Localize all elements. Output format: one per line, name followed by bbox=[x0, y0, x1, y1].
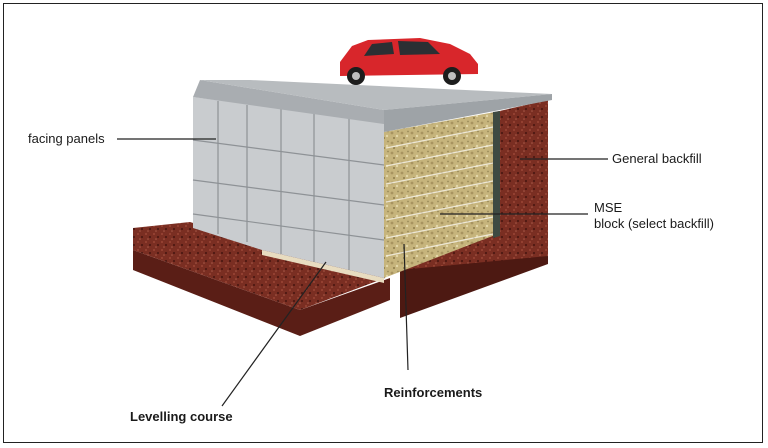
leader-levelling-course bbox=[221, 261, 327, 407]
label-levelling-course: Levelling course bbox=[130, 409, 233, 424]
leader-lines bbox=[117, 138, 608, 407]
road-edge bbox=[384, 94, 552, 132]
label-general-backfill: General backfill bbox=[612, 151, 702, 166]
general-backfill-soil bbox=[400, 100, 548, 310]
reinforcement-strips bbox=[385, 126, 494, 257]
general-backfill-soil-side bbox=[400, 256, 548, 318]
foundation-soil-top bbox=[133, 222, 385, 310]
drainage-strip bbox=[493, 111, 500, 238]
facing-panel-wall bbox=[193, 97, 384, 278]
label-mse-line2: block (select backfill) bbox=[594, 216, 714, 231]
leader-reinforcements bbox=[403, 243, 409, 371]
car-illustration bbox=[340, 38, 478, 85]
road-surface bbox=[200, 80, 552, 110]
select-backfill-block bbox=[384, 112, 495, 278]
label-mse-line1: MSE bbox=[594, 200, 623, 215]
foundation-soil-front bbox=[133, 232, 390, 336]
panel-joints bbox=[192, 101, 385, 270]
label-reinforcements: Reinforcements bbox=[384, 385, 483, 400]
panel-top-cap bbox=[193, 80, 384, 124]
label-facing-panels: facing panels bbox=[28, 131, 105, 146]
